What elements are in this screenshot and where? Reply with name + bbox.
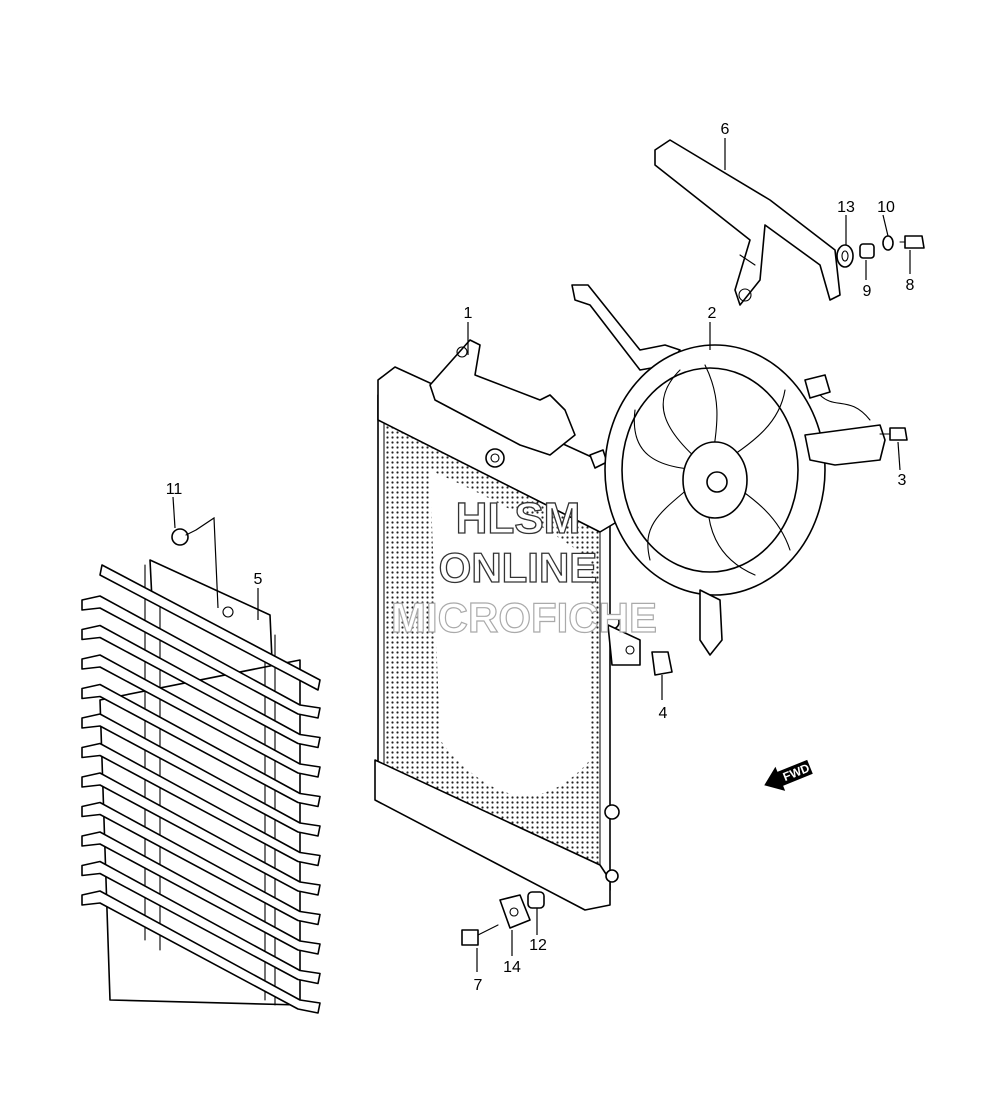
callout-2: 2 (708, 305, 717, 322)
grille-shroud (81, 559, 321, 1014)
watermark: HLSM ONLINE MICROFICHE (390, 493, 657, 641)
louver-slat (81, 772, 321, 896)
callout-13: 13 (837, 199, 855, 216)
watermark-line-2: ONLINE (439, 544, 598, 591)
louver-slat (81, 742, 321, 867)
callout-8: 8 (906, 277, 915, 294)
watermark-line-3: MICROFICHE (391, 594, 657, 641)
callout-12: 12 (529, 937, 547, 954)
callout-4: 4 (659, 705, 668, 722)
bracket (654, 139, 841, 306)
fwd-arrow: FWD (764, 759, 813, 791)
fwd-label: FWD (781, 761, 812, 784)
louver-slat (81, 595, 321, 719)
leader-lines (172, 138, 911, 972)
louver-slat (81, 624, 321, 749)
louver-slat (81, 654, 321, 778)
louver-slat (81, 801, 321, 926)
louver-slat (81, 890, 321, 1014)
louver-slat (81, 713, 321, 837)
watermark-line-1: HLSM (456, 494, 581, 543)
callout-14: 14 (503, 959, 521, 976)
callout-9: 9 (863, 283, 872, 300)
cooling-fan (571, 284, 886, 656)
callout-labels: 1 2 3 4 5 6 7 8 9 10 11 12 13 14 (166, 121, 915, 994)
louver-slat (81, 831, 321, 955)
callout-3: 3 (898, 472, 907, 489)
louver-slat (81, 860, 321, 985)
callout-7: 7 (474, 977, 483, 994)
louver-slat (81, 683, 321, 808)
callout-6: 6 (721, 121, 730, 138)
callout-10: 10 (877, 199, 895, 216)
callout-1: 1 (464, 305, 473, 322)
radiator (374, 339, 641, 911)
callout-11: 11 (166, 481, 183, 498)
callout-5: 5 (254, 571, 263, 588)
